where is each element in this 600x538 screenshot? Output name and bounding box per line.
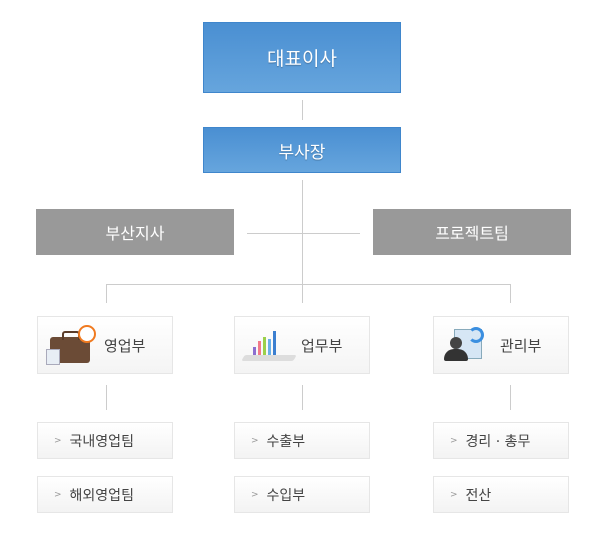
- chevron-right-icon: >: [54, 435, 62, 446]
- team-import[interactable]: > 수입부: [234, 476, 370, 513]
- chart-book-icon: [241, 325, 297, 365]
- team-it[interactable]: > 전산: [433, 476, 569, 513]
- team-export[interactable]: > 수출부: [234, 422, 370, 459]
- chevron-right-icon: >: [54, 489, 62, 500]
- connector: [510, 284, 511, 303]
- connector: [247, 233, 360, 234]
- team-label: 전산: [465, 487, 492, 504]
- connector: [302, 385, 303, 410]
- team-overseas-sales[interactable]: > 해외영업팀: [37, 476, 173, 513]
- connector: [510, 385, 511, 410]
- team-domestic-sales[interactable]: > 국내영업팀: [37, 422, 173, 459]
- connector: [106, 284, 107, 303]
- dept-label: 관리부: [500, 336, 542, 355]
- connector: [302, 180, 303, 303]
- dept-operations[interactable]: 업무부: [234, 316, 370, 374]
- chevron-right-icon: >: [251, 489, 259, 500]
- vp-box[interactable]: 부사장: [203, 127, 401, 173]
- team-accounting[interactable]: > 경리 · 총무: [433, 422, 569, 459]
- team-label: 국내영업팀: [69, 433, 134, 450]
- user-admin-icon: [442, 325, 492, 365]
- dept-label: 업무부: [301, 336, 343, 355]
- team-label: 수출부: [266, 433, 306, 450]
- branch-box[interactable]: 부산지사: [36, 209, 234, 255]
- ceo-box[interactable]: 대표이사: [203, 22, 401, 93]
- team-label: 경리 · 총무: [465, 433, 531, 450]
- team-label: 수입부: [266, 487, 306, 504]
- project-team-box[interactable]: 프로젝트팀: [373, 209, 571, 255]
- dept-label: 영업부: [104, 336, 146, 355]
- team-label: 해외영업팀: [69, 487, 134, 504]
- dept-sales[interactable]: 영업부: [37, 316, 173, 374]
- chevron-right-icon: >: [251, 435, 259, 446]
- dept-admin[interactable]: 관리부: [433, 316, 569, 374]
- chevron-right-icon: >: [450, 435, 458, 446]
- chevron-right-icon: >: [450, 489, 458, 500]
- briefcase-icon: [46, 325, 96, 365]
- connector: [302, 100, 303, 120]
- connector: [106, 284, 511, 285]
- connector: [106, 385, 107, 410]
